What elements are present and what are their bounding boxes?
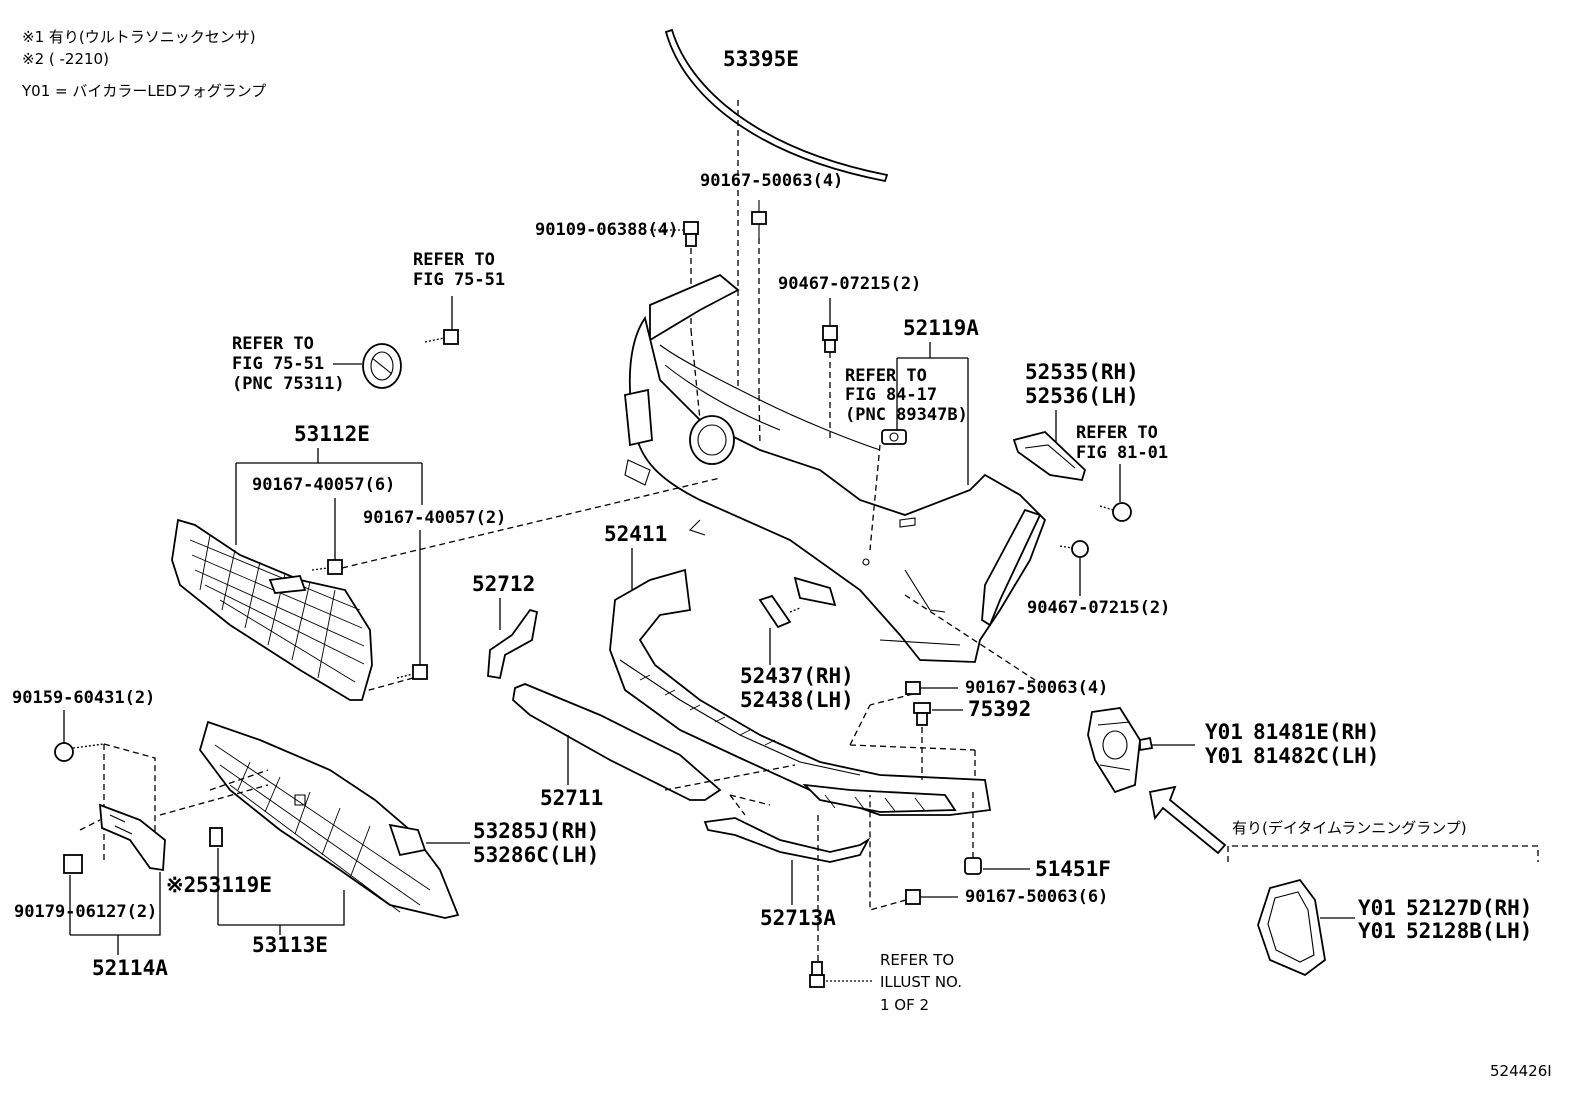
figure-id: 524426I (1490, 1062, 1552, 1080)
arrow-icon (1148, 785, 1227, 855)
clip-icon (905, 681, 958, 695)
label-drl-option: 有り(デイタイムランニングランプ) (1232, 819, 1467, 837)
ref-fig-75-51-1[interactable]: FIG 75-51 (413, 270, 505, 290)
part-53112e-grille (171, 518, 373, 701)
label-53286c[interactable]: 53286C(LH) (473, 843, 599, 867)
label-75392[interactable]: 75392 (968, 697, 1031, 721)
label-52411[interactable]: 52411 (604, 522, 667, 546)
part-52535-retainer (1012, 431, 1087, 482)
label-53285j[interactable]: 53285J(RH) (473, 819, 599, 843)
ref-fig-81-01[interactable]: FIG 81-01 (1076, 443, 1168, 463)
label-53395e[interactable]: 53395E (723, 47, 799, 71)
sensor-icon (881, 429, 907, 445)
part-52437-seal (758, 594, 801, 629)
label-52128b[interactable]: 52128B(LH) (1406, 919, 1532, 943)
ref-refer-to-3: REFER TO (845, 366, 927, 386)
ref-refer-to-2: REFER TO (232, 334, 314, 354)
ref-illust-page: 1 OF 2 (880, 996, 929, 1014)
ref-illust-refer-to: REFER TO (880, 951, 954, 969)
label-53112e[interactable]: 53112E (294, 422, 370, 446)
label-90159-60431[interactable]: 90159-60431(2) (12, 688, 155, 708)
clip-icon (905, 889, 958, 905)
bolt-icon (809, 961, 825, 988)
part-81481e-fog-lamp (1087, 707, 1154, 794)
label-53119e[interactable]: 53119E (196, 873, 272, 897)
label-90179-06127[interactable]: 90179-06127(2) (14, 902, 157, 922)
ref-fig-75-51-2[interactable]: FIG 75-51 (232, 354, 324, 374)
label-52114a[interactable]: 52114A (92, 956, 168, 980)
ref-illust-no[interactable]: ILLUST NO. (880, 973, 962, 991)
clip-icon (1059, 540, 1089, 558)
label-90167-50063-4-mid[interactable]: 90167-50063(4) (965, 678, 1108, 698)
label-51451f[interactable]: 51451F (1035, 857, 1111, 881)
label-52535[interactable]: 52535(RH) (1025, 360, 1139, 384)
part-52713a-molding (703, 817, 871, 863)
clip-icon (63, 854, 83, 874)
ref-refer-to-4: REFER TO (1076, 423, 1158, 443)
label-52437[interactable]: 52437(RH) (740, 664, 854, 688)
part-52114a-bracket (98, 803, 166, 872)
clip-icon (396, 664, 428, 680)
label-90167-40057-2[interactable]: 90167-40057(2) (363, 508, 506, 528)
ref-refer-to-1: REFER TO (413, 250, 495, 270)
clip-icon (913, 702, 963, 726)
label-52712[interactable]: 52712 (472, 572, 535, 596)
label-52713a[interactable]: 52713A (760, 906, 836, 930)
clip-icon (209, 827, 223, 847)
note-ultrasonic-sensor: ※1 有り(ウルトラソニックセンサ) (22, 28, 256, 46)
ref-pnc-89347b: (PNC 89347B) (845, 405, 968, 425)
label-53113e[interactable]: 53113E (252, 933, 328, 957)
marker-y01-1: Y01 (1205, 720, 1243, 744)
part-52411-lower-cover (609, 568, 992, 816)
label-90167-40057-6[interactable]: 90167-40057(6) (252, 475, 395, 495)
label-52438[interactable]: 52438(LH) (740, 688, 854, 712)
ref-pnc-75311: (PNC 75311) (232, 374, 345, 394)
ref-fig-84-17[interactable]: FIG 84-17 (845, 385, 937, 405)
part-52127d-drl-cover (1257, 878, 1326, 977)
marker-y01-3: Y01 (1358, 896, 1396, 920)
label-52119a[interactable]: 52119A (903, 316, 979, 340)
part-52712-bracket (487, 608, 539, 680)
clip-icon (964, 857, 1030, 875)
nut-icon (424, 329, 459, 345)
emblem-icon (362, 343, 402, 389)
label-81481e[interactable]: 81481E(RH) (1253, 720, 1379, 744)
label-90109-06388[interactable]: 90109-06388(4) (535, 220, 678, 240)
clip-icon (822, 325, 838, 353)
label-90467-07215-right[interactable]: 90467-07215(2) (1027, 598, 1170, 618)
clip-icon (751, 200, 767, 238)
label-90167-50063-4-top[interactable]: 90167-50063(4) (700, 171, 843, 191)
label-90167-50063-6[interactable]: 90167-50063(6) (965, 887, 1108, 907)
label-90467-07215-top[interactable]: 90467-07215(2) (778, 274, 921, 294)
part-52119a-bumper-cover (624, 273, 1047, 663)
marker-note2: ※2 (166, 873, 196, 897)
label-52536[interactable]: 52536(LH) (1025, 384, 1139, 408)
marker-y01-4: Y01 (1358, 919, 1396, 943)
nut-icon (1099, 502, 1132, 522)
clip-icon (311, 559, 343, 575)
marker-y01-2: Y01 (1205, 744, 1243, 768)
label-81482c[interactable]: 81482C(LH) (1253, 744, 1379, 768)
note-y01-definition: Y01 = バイカラーLEDフォグランプ (21, 82, 266, 100)
part-53395e-molding (664, 28, 889, 183)
note-production-date: ※2 ( -2210) (22, 50, 109, 68)
part-52711-strip (512, 683, 722, 801)
part-53113e-lower-grille (199, 720, 460, 919)
label-52127d[interactable]: 52127D(RH) (1406, 896, 1532, 920)
bolt-icon (683, 221, 699, 247)
label-52711[interactable]: 52711 (540, 786, 603, 810)
bolt-icon (54, 742, 105, 762)
